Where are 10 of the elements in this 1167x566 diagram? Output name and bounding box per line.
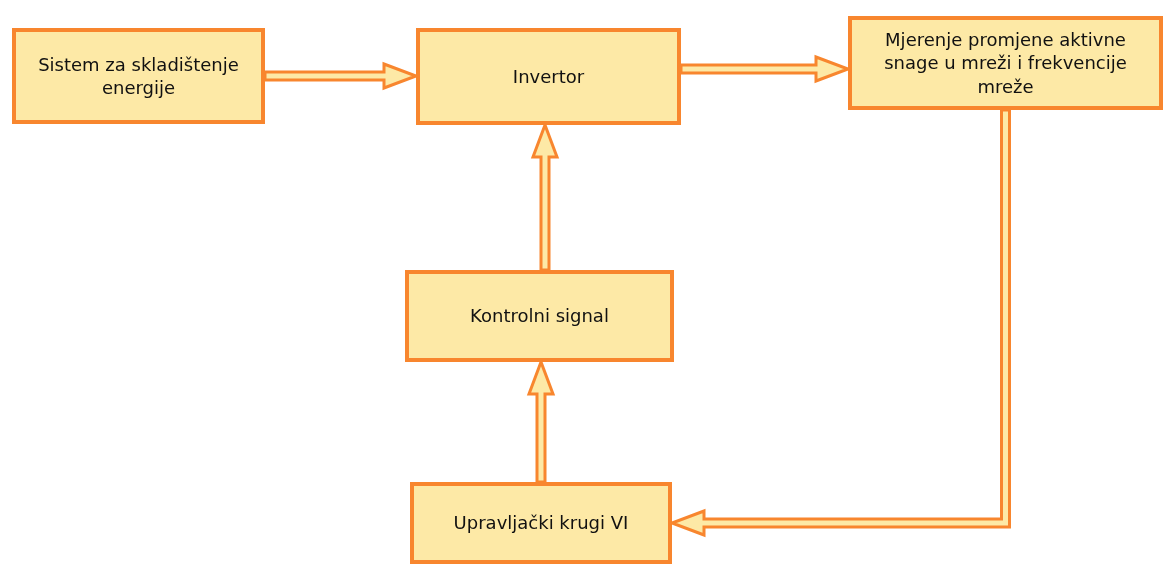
box-label: Invertor [511,64,586,89]
process-box [405,270,674,362]
process-box [416,28,681,125]
box-label: Kontrolni signal [469,304,610,328]
process-box [12,28,265,124]
box-label: Upravljački krugi VI [452,511,630,535]
box-label: Mjerenje promjene aktivne snage u mreži i frekvencije mreže [883,27,1128,99]
box-label: Sistem za skladištenje energije [37,52,240,100]
process-box [848,16,1163,110]
process-box [410,482,672,564]
